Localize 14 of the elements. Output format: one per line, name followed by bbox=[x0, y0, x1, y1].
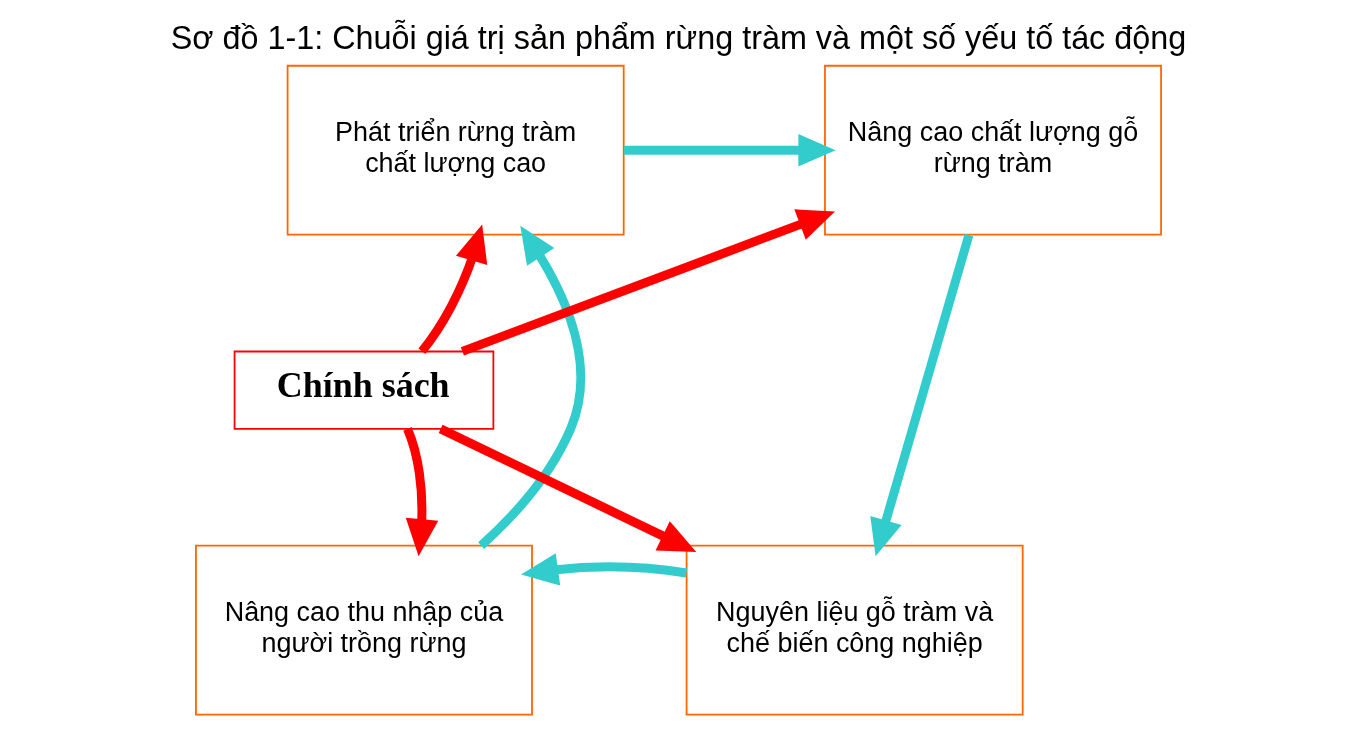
diagram-title: Sơ đồ 1-1: Chuỗi giá trị sản phẩm rừng tràm và một số yếu tố tác động bbox=[170, 19, 1186, 56]
node-box: Nguyên liệu gỗ tràm và chế biến công nghiệp bbox=[685, 544, 1024, 716]
arrow bbox=[477, 225, 585, 549]
arrow bbox=[623, 133, 836, 167]
arrow bbox=[402, 427, 438, 557]
node-box: Phát triển rừng tràm chất lượng cao bbox=[286, 64, 625, 236]
arrow bbox=[520, 553, 687, 586]
arrow bbox=[460, 209, 835, 356]
arrow bbox=[438, 424, 696, 552]
node-box: Nâng cao thu nhập của người trồng rừng bbox=[194, 544, 533, 716]
arrow bbox=[417, 224, 487, 355]
arrow bbox=[869, 233, 973, 557]
node-box: Nâng cao chất lượng gỗ rừng tràm bbox=[823, 64, 1162, 236]
node-box: Chính sách bbox=[233, 350, 494, 430]
